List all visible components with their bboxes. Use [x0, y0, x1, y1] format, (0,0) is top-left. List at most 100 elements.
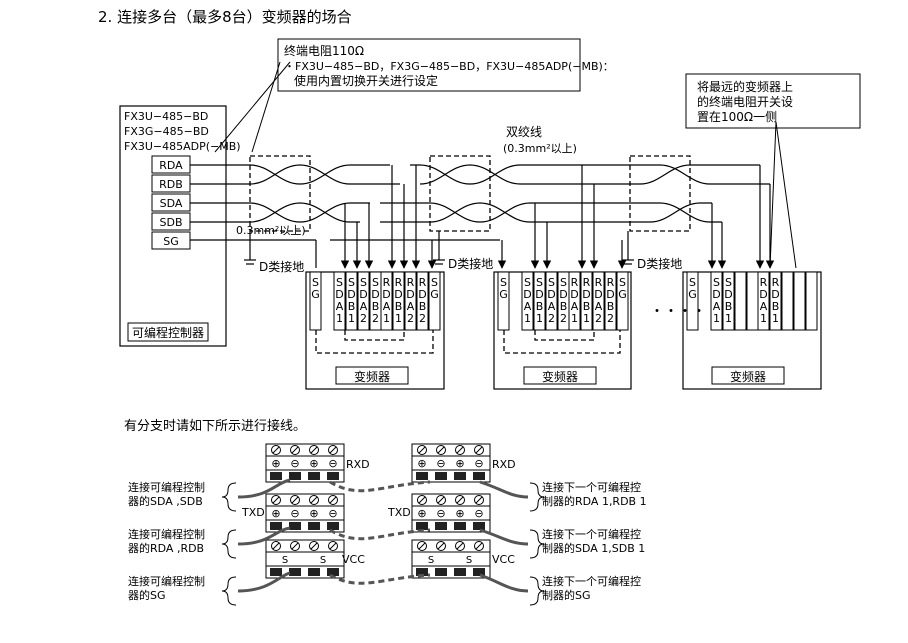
svg-text:B: B — [725, 300, 733, 313]
svg-text:G: G — [618, 288, 627, 301]
svg-text:D: D — [382, 288, 390, 301]
svg-text:R: R — [395, 276, 403, 289]
plc-terminal-rdb: RDB — [159, 178, 183, 191]
svg-text:A: A — [383, 300, 391, 313]
svg-text:G: G — [499, 288, 508, 301]
left-label-1a: 连接可编程控制 — [128, 480, 205, 494]
svg-text:S: S — [431, 276, 438, 289]
svg-text:A: A — [571, 300, 579, 313]
svg-text:1: 1 — [336, 312, 343, 325]
inverter-1-label: 变频器 — [354, 369, 390, 384]
right-label-2a: 连接下一个可编程控 — [542, 527, 641, 541]
svg-text:2: 2 — [360, 312, 367, 325]
svg-text:1: 1 — [583, 312, 590, 325]
svg-text:A: A — [407, 300, 415, 313]
svg-text:2: 2 — [372, 312, 379, 325]
svg-text:D: D — [570, 288, 578, 301]
svg-text:R: R — [407, 276, 415, 289]
svg-text:1: 1 — [348, 312, 355, 325]
plc-terminals: RDA RDB SDA SDB SG — [151, 155, 191, 250]
svg-text:R: R — [760, 276, 768, 289]
svg-text:R: R — [419, 276, 427, 289]
note-termination-line1: ・FX3U−485−BD，FX3G−485−BD，FX3U−485ADP(−MB… — [284, 60, 614, 73]
polarity-symbol: ⊖ — [474, 507, 483, 520]
twisted-pair-label: 双绞线 — [506, 124, 542, 139]
shield-symbol: S — [320, 555, 326, 566]
svg-text:B: B — [348, 300, 356, 313]
svg-text:2: 2 — [595, 312, 602, 325]
polarity-symbol: ⊕ — [417, 457, 426, 470]
inverter-2-terminal: SG — [497, 271, 510, 331]
svg-text:D: D — [535, 288, 543, 301]
polarity-symbol: ⊖ — [290, 507, 299, 520]
svg-text:B: B — [395, 300, 403, 313]
shield-symbol: S — [466, 555, 472, 566]
branch-vcc-left: VCC — [342, 553, 365, 566]
leader-line — [214, 61, 291, 153]
svg-text:D: D — [347, 288, 355, 301]
svg-text:A: A — [336, 300, 344, 313]
section-title: 2. 连接多台（最多8台）变频器的场合 — [98, 8, 352, 26]
svg-text:1: 1 — [383, 312, 390, 325]
right-label-2b: 制器的SDA 1,SDB 1 — [542, 541, 645, 555]
polarity-symbol: ⊕ — [271, 507, 280, 520]
note-far-line2: 的终端电阻开关设 — [697, 94, 793, 109]
svg-text:1: 1 — [713, 312, 720, 325]
inverter-3-terminal — [746, 271, 759, 331]
svg-text:R: R — [607, 276, 615, 289]
plc-terminal-sda: SDA — [160, 197, 183, 210]
plc-terminal-sg: SG — [163, 235, 179, 248]
svg-text:B: B — [536, 300, 544, 313]
right-label-1b: 制器的RDA 1,RDB 1 — [542, 494, 647, 508]
leader-line — [769, 121, 777, 269]
right-label-3a: 连接下一个可编程控 — [542, 574, 641, 588]
svg-text:A: A — [713, 300, 721, 313]
svg-text:B: B — [772, 300, 780, 313]
svg-text:2: 2 — [407, 312, 414, 325]
polarity-symbol: ⊕ — [455, 457, 464, 470]
internal-jumpers — [315, 330, 621, 354]
svg-text:S: S — [689, 276, 696, 289]
inverter-3-terminal — [781, 271, 794, 331]
ground-label-1: D类接地 — [259, 259, 304, 274]
svg-text:2: 2 — [419, 312, 426, 325]
note-box-termination — [277, 38, 581, 92]
left-label-1b: 器的SDA ,SDB — [128, 494, 203, 508]
svg-text:S: S — [312, 276, 319, 289]
polarity-symbol: ⊖ — [328, 457, 337, 470]
svg-text:S: S — [360, 276, 367, 289]
plc-model-3: FX3U−485ADP(−MB) — [124, 140, 241, 153]
ground-symbols — [244, 231, 634, 265]
leader-line — [775, 121, 797, 269]
plc-label: 可编程控制器 — [132, 325, 204, 340]
note-termination-line2: 使用内置切换开关进行设定 — [294, 73, 438, 88]
svg-text:S: S — [536, 276, 543, 289]
plc-model-2: FX3G−485−BD — [124, 125, 209, 138]
branch-terminal-block: ⊕⊖⊕⊖ — [265, 443, 345, 483]
svg-text:2: 2 — [560, 312, 567, 325]
note-box-far-end — [685, 73, 861, 129]
svg-text:D: D — [394, 288, 402, 301]
svg-text:D: D — [547, 288, 555, 301]
left-label-2a: 连接可编程控制 — [128, 527, 205, 541]
branch-terminal-block: ⊕⊖⊕⊖ — [411, 443, 491, 483]
svg-text:G: G — [311, 288, 320, 301]
svg-text:R: R — [772, 276, 780, 289]
svg-text:R: R — [571, 276, 579, 289]
note-termination-title: 终端电阻110Ω — [284, 43, 364, 58]
svg-text:1: 1 — [395, 312, 402, 325]
